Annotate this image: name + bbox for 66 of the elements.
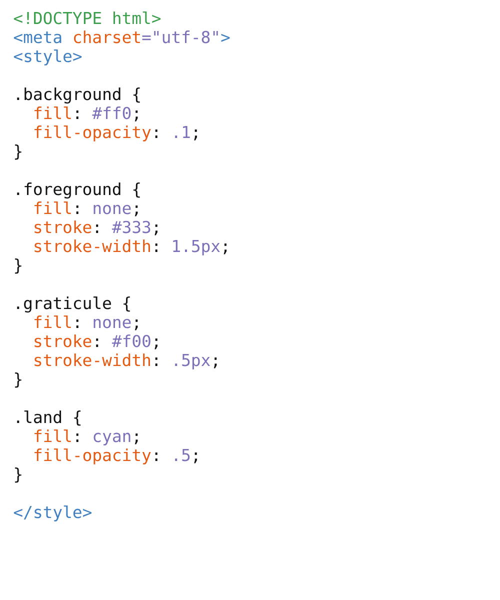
code-line: fill : cyan ;	[34, 429, 138, 446]
label: fill	[34, 106, 71, 120]
label: none	[94, 204, 131, 214]
code-line: }	[14, 468, 22, 483]
label: :	[155, 129, 158, 138]
label: charset	[74, 30, 140, 44]
code-line: }	[14, 372, 22, 388]
label: :	[76, 205, 78, 214]
label: #333	[112, 220, 150, 234]
code-line: .land {	[17, 410, 81, 426]
label: cyan	[94, 432, 130, 446]
label: .5px	[175, 354, 210, 370]
label: :	[76, 110, 78, 120]
label: :	[96, 224, 98, 234]
label: ;	[194, 129, 197, 140]
label: ;	[224, 243, 227, 254]
label: :	[76, 319, 78, 328]
label: ;	[134, 110, 138, 122]
label: ="utf-8"	[142, 30, 218, 44]
label: :	[155, 243, 158, 252]
label: fill-opacity	[34, 448, 151, 464]
label: 1.5px	[173, 240, 220, 256]
label: :	[76, 433, 78, 442]
code-line: stroke : #f00 ;	[34, 334, 158, 350]
label: :	[155, 357, 158, 366]
label: #f00	[112, 334, 150, 348]
code-line: .background {	[17, 88, 140, 104]
label: fill	[34, 201, 71, 214]
code-line: }	[14, 144, 22, 160]
code-line: }	[14, 258, 22, 274]
label: .5	[175, 449, 190, 462]
code-line: fill-opacity : .1 ;	[34, 125, 197, 142]
label: <meta	[14, 31, 62, 44]
label: #ff0	[92, 106, 131, 120]
label: ;	[154, 224, 158, 236]
code-line: fill : #ff0 ;	[34, 106, 138, 122]
label: none	[94, 318, 131, 328]
label: stroke	[34, 334, 92, 348]
code-line: <meta charset="utf-8" >	[14, 30, 230, 44]
code-line: .graticule {	[17, 296, 130, 313]
code-line: stroke-width : 1.5px ;	[34, 240, 227, 256]
code-line: <!DOCTYPE html>	[14, 11, 161, 24]
label: :	[96, 338, 98, 348]
label: ;	[134, 433, 138, 444]
label: ;	[134, 319, 138, 330]
code-line: fill : none ;	[34, 315, 138, 330]
code-line: fill : none ;	[34, 201, 138, 216]
code-line: stroke : #333 ;	[34, 220, 158, 236]
label: ;	[194, 452, 197, 464]
label: ;	[154, 338, 158, 350]
label: ;	[214, 357, 217, 368]
label: .1	[175, 126, 190, 138]
code-line: </style>	[14, 505, 92, 522]
code-line: stroke-width : .5px ;	[34, 354, 217, 370]
label: :	[155, 452, 158, 462]
code-line: fill-opacity : .5 ;	[34, 448, 197, 464]
label: fill	[34, 315, 71, 328]
code-line: .foreground {	[17, 182, 140, 199]
code-line: <style>	[14, 49, 82, 66]
label: fill-opacity	[34, 125, 151, 142]
label: stroke-width	[34, 354, 150, 366]
label: >	[221, 34, 230, 42]
label: stroke	[34, 220, 92, 234]
label: fill	[34, 429, 71, 442]
label: stroke-width	[34, 240, 150, 252]
label: ;	[134, 205, 138, 216]
